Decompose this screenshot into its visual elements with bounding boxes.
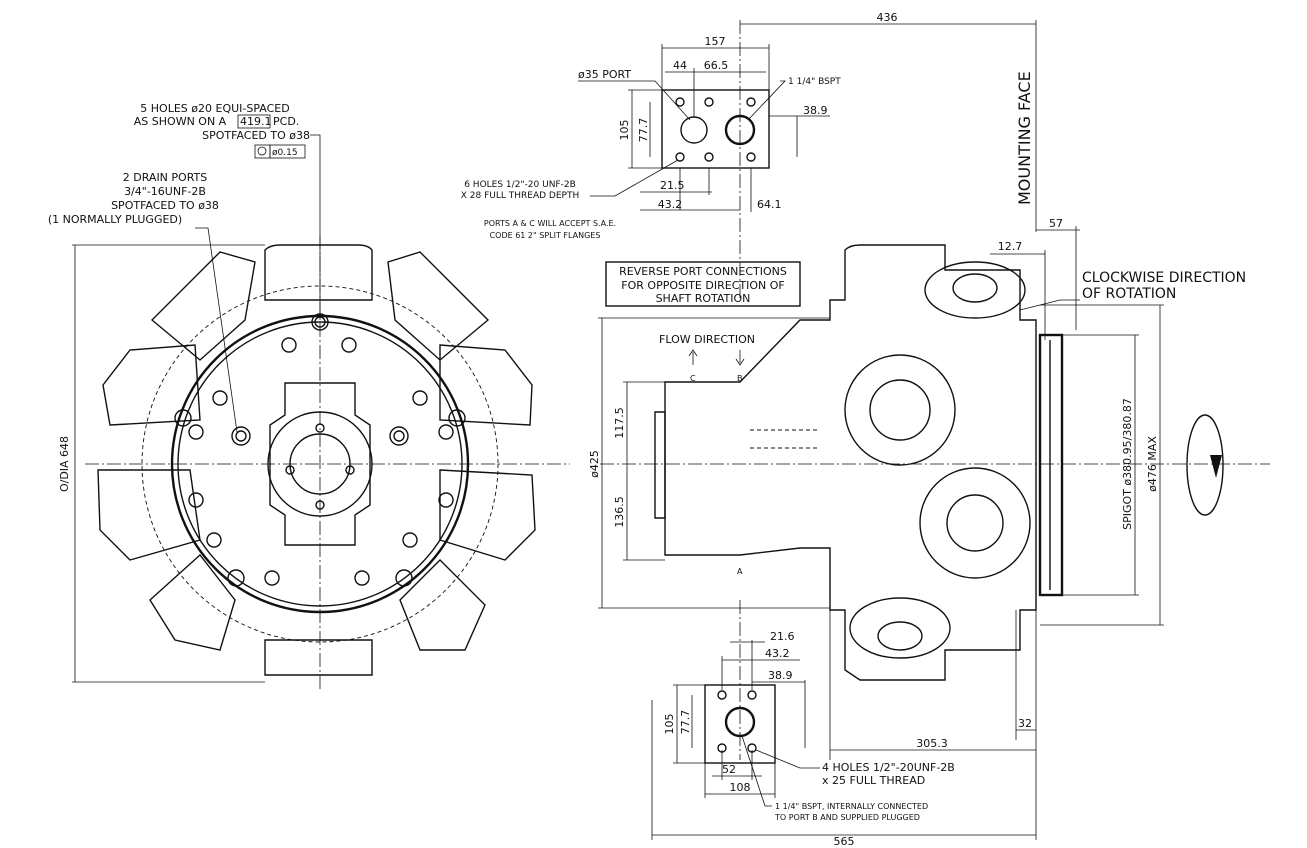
dim-117-5: 117.5 <box>613 407 626 439</box>
bottom-dim-52: 52 <box>722 763 736 776</box>
bottom-dim-43-2: 43.2 <box>765 647 790 660</box>
dim-66-5: 66.5 <box>704 59 729 72</box>
dim-64-1: 64.1 <box>757 198 782 211</box>
port-35 <box>680 116 708 144</box>
bottom-bspt-line1: 1 1/4" BSPT, INTERNALLY CONNECTED <box>775 802 928 811</box>
top-port-view: 157 44 66.5 ø35 PORT 1 1/4" BSPT 105 77.… <box>461 20 841 300</box>
dim-105: 105 <box>618 120 631 141</box>
bottom-flange-holes <box>717 690 757 753</box>
bottom-dim-108: 108 <box>730 781 751 794</box>
rotation-symbol <box>1186 414 1224 516</box>
dim-43-2: 43.2 <box>658 198 683 211</box>
rotation-line2: OF ROTATION <box>1082 286 1176 302</box>
piston-lobes <box>97 244 536 676</box>
bottom-dim-38-9: 38.9 <box>768 669 793 682</box>
dim-436: 436 <box>877 11 898 24</box>
pcd-value: 419.1 <box>240 115 272 128</box>
pcd-label: PCD. <box>273 115 299 128</box>
dim-38-9: 38.9 <box>803 104 828 117</box>
position-tolerance: ø0.15 <box>272 148 298 158</box>
dim-565: 565 <box>834 835 855 848</box>
dim-305-3: 305.3 <box>916 737 948 750</box>
dim-44: 44 <box>673 59 687 72</box>
shaft-housing <box>269 382 371 546</box>
overall-dia-label: O/DIA 648 <box>58 436 71 492</box>
bottom-bspt-port <box>724 706 756 738</box>
flow-label: FLOW DIRECTION <box>659 333 755 346</box>
drain-ports-line4: (1 NORMALLY PLUGGED) <box>48 213 182 226</box>
bottom-holes-line2: x 25 FULL THREAD <box>822 774 925 787</box>
port-c-label: C <box>690 374 696 383</box>
side-ports <box>844 261 1031 659</box>
port-35-label: ø35 PORT <box>578 68 631 81</box>
drain-ports-line2: 3/4"-16UNF-2B <box>124 185 206 198</box>
holes-note-line1: 5 HOLES ø20 EQUI-SPACED <box>140 102 289 115</box>
port-b-label: B <box>737 374 743 383</box>
sae-line1: PORTS A & C WILL ACCEPT S.A.E. <box>484 219 616 228</box>
dim-136-5: 136.5 <box>613 496 626 528</box>
drain-ports-line3: SPOTFACED TO ø38 <box>111 199 219 212</box>
mounting-face-label: MOUNTING FACE <box>1015 71 1034 205</box>
reverse-line2: FOR OPPOSITE DIRECTION OF <box>621 279 784 292</box>
top-holes-line1: 6 HOLES 1/2"-20 UNF-2B <box>464 180 576 190</box>
side-housing <box>664 244 1037 681</box>
bottom-dim-77-7: 77.7 <box>679 710 692 735</box>
reverse-line1: REVERSE PORT CONNECTIONS <box>619 265 787 278</box>
front-view: O/DIA 648 5 HOLES ø20 EQUI-SPACED AS SHO… <box>48 102 570 690</box>
dim-157: 157 <box>705 35 726 48</box>
spotface-note: SPOTFACED TO ø38 <box>202 129 310 142</box>
holes-note-line2: AS SHOWN ON A <box>134 115 227 128</box>
drain-ports-line1: 2 DRAIN PORTS <box>123 171 208 184</box>
reverse-line3: SHAFT ROTATION <box>656 292 751 305</box>
bottom-port-flange <box>704 684 776 764</box>
bottom-port-view: 21.6 43.2 38.9 105 77.7 52 108 4 HOLES 1… <box>663 600 955 822</box>
bspt-label: 1 1/4" BSPT <box>788 77 841 87</box>
top-port-flange <box>661 89 770 169</box>
dim-476-label: ø476 MAX <box>1146 436 1159 492</box>
top-holes-line2: X 28 FULL THREAD DEPTH <box>461 191 579 201</box>
rotation-line1: CLOCKWISE DIRECTION <box>1082 270 1246 286</box>
dim-77-7: 77.7 <box>637 118 650 143</box>
spigot-flange <box>1038 333 1064 597</box>
bottom-bspt-line2: TO PORT B AND SUPPLIED PLUGGED <box>774 813 920 822</box>
dim-32: 32 <box>1018 717 1032 730</box>
port-a-label: A <box>737 567 743 576</box>
dim-21-5: 21.5 <box>660 179 685 192</box>
side-view: 436 MOUNTING FACE 57 12.7 CLOCKWISE DIRE… <box>588 11 1270 848</box>
dim-425: ø425 <box>588 450 601 478</box>
bottom-holes-line1: 4 HOLES 1/2"-20UNF-2B <box>822 761 955 774</box>
dim-12-7: 12.7 <box>998 240 1023 253</box>
spigot-label: SPIGOT ø380.95/380.87 <box>1121 398 1134 530</box>
top-flange-holes <box>675 97 756 162</box>
sae-line2: CODE 61 2" SPLIT FLANGES <box>490 231 601 240</box>
bottom-dim-21-6: 21.6 <box>770 630 795 643</box>
bottom-dim-105: 105 <box>663 714 676 735</box>
reverse-box <box>605 261 801 307</box>
dim-57: 57 <box>1049 217 1063 230</box>
